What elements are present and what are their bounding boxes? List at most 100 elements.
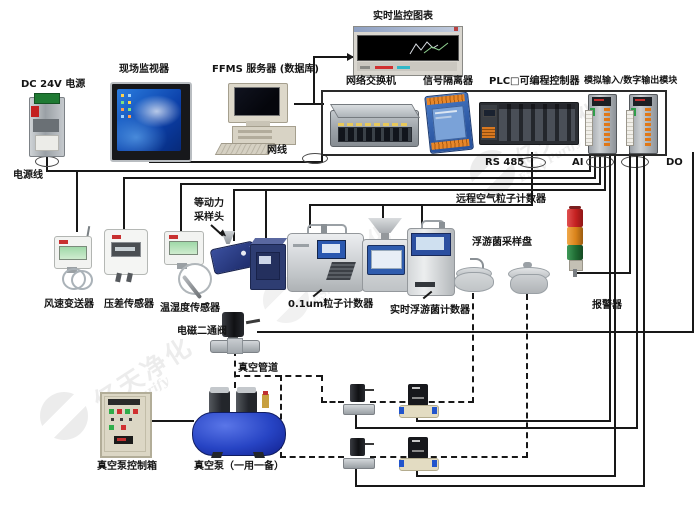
vacuum-pump <box>192 386 286 458</box>
pipe-dish2-down <box>526 294 528 458</box>
counter-screen <box>411 233 451 256</box>
label-realtime-chart: 实时监控图表 <box>373 11 433 22</box>
wire-bus4 <box>233 189 606 191</box>
ethernet-ports <box>338 127 412 142</box>
label-ffms-server: FFMS 服务器 (数据库) <box>212 64 319 75</box>
digital-output-module <box>626 94 658 154</box>
pipe-h1 <box>234 375 322 377</box>
label-isokinetic-head-2: 采样头 <box>194 212 224 223</box>
sensor-display <box>111 242 141 257</box>
wire-bus2 <box>123 177 596 179</box>
ffms-server <box>214 83 296 155</box>
wire-valve2-h <box>355 427 638 429</box>
valve-coil <box>350 438 365 456</box>
counter-screen <box>317 240 346 259</box>
cable-loop-ai <box>586 156 614 168</box>
wire-flow2-h <box>416 475 616 477</box>
label-pressure-sensor: 压差传感器 <box>104 299 154 310</box>
wire-drop-funnelcounter <box>382 204 384 224</box>
label-solenoid-valve: 电磁二通阀 <box>177 326 227 337</box>
label-pump-control-box: 真空泵控制箱 <box>97 461 157 472</box>
window-close-icon <box>454 27 458 31</box>
psu-terminal-block <box>34 93 60 104</box>
label-network-cable: 网线 <box>267 145 287 156</box>
pipe-valve1-down <box>234 350 236 388</box>
analog-input-module <box>585 94 617 154</box>
plc-controller <box>479 102 579 145</box>
cable-loop-rs485 <box>518 157 546 168</box>
solenoid-valve-3 <box>343 438 375 470</box>
wire-flow2-v <box>614 152 616 477</box>
wire-bus3 <box>180 183 601 185</box>
control-buttons <box>109 425 114 430</box>
wire-flow2-stub <box>416 468 418 477</box>
realtime-chart-window <box>353 26 463 76</box>
solenoid-valve-2 <box>343 384 375 416</box>
dish-spout <box>470 258 484 270</box>
portable-particle-counter <box>360 218 410 292</box>
crt-screen <box>234 87 280 116</box>
module-side-connector <box>626 110 634 146</box>
label-temp-humidity: 温湿度传感器 <box>160 303 220 314</box>
label-io-module: 模拟输入/数字输出模块 <box>584 76 678 86</box>
dc-power-supply <box>29 93 65 157</box>
temp-humidity-sensor <box>164 231 216 300</box>
wire-flow1-h <box>416 420 611 422</box>
wire-flow1-stub <box>416 414 418 422</box>
io-slots <box>499 104 575 141</box>
alarm-amber-segment <box>567 227 583 245</box>
label-ai: AI <box>572 157 584 168</box>
label-rs485: RS 485 <box>485 157 525 168</box>
label-do: DO <box>666 157 683 168</box>
psu-red-tag <box>31 106 39 117</box>
dish-knob <box>523 262 532 268</box>
valve-cable <box>245 318 261 325</box>
differential-pressure-sensor <box>104 229 148 283</box>
label-rt-bacteria: 实时浮游菌计数器 <box>390 305 470 316</box>
alarm-green-segment <box>567 245 583 260</box>
wire-monitor-to-box <box>149 161 323 163</box>
watermark-logo <box>40 392 88 440</box>
wire-valve2-stub <box>355 414 357 429</box>
coiled-cable <box>71 270 93 290</box>
wire-drop-wind <box>76 170 78 232</box>
label-vacuum-pump: 真空泵（一用一备） <box>194 461 284 472</box>
wire-valve1-h <box>257 331 694 333</box>
sensor-lcd <box>59 246 87 260</box>
wire-drop-particle01 <box>309 204 311 228</box>
network-switch <box>329 104 421 147</box>
counter-screen <box>367 245 405 275</box>
cable-loop-do <box>621 156 649 168</box>
arrowhead <box>347 53 354 61</box>
network-equipment-box <box>321 90 667 156</box>
label-sampling-dish: 浮游菌采样盘 <box>472 237 532 248</box>
pipe-v3 <box>280 375 282 458</box>
pressure-nozzle <box>115 272 122 283</box>
pipe-dish1-down <box>472 293 474 403</box>
cable-loop-power <box>35 156 59 167</box>
wire-server-to-chart <box>313 56 353 58</box>
wind-speed-transmitter <box>54 226 96 290</box>
wire-server-up <box>313 56 315 104</box>
field-monitor <box>110 82 192 162</box>
wire-ctrlbox-pump <box>146 420 194 422</box>
pressure-nozzle <box>126 272 133 283</box>
pipe-to-valve2 <box>321 401 344 403</box>
label-signal-isolator: 信号隔离器 <box>423 76 473 87</box>
valve-coil <box>222 312 244 337</box>
legend-red <box>375 66 393 69</box>
label-alarm: 报警器 <box>592 300 622 311</box>
wire-bus3-up <box>599 152 601 184</box>
wire-drop-temp <box>180 183 182 231</box>
vacuum-pump-control-box <box>100 392 152 458</box>
alarm-tower-light <box>565 206 585 277</box>
module-terminal-stripe <box>604 108 610 146</box>
chart-plot-area <box>357 35 459 61</box>
wire-flow1-v <box>609 152 611 422</box>
wire-drop-sampler <box>233 189 235 241</box>
plc-orange-connector <box>482 127 495 138</box>
wire-alarm-h <box>574 272 631 274</box>
wire-drop-bacteria <box>421 204 423 228</box>
solenoid-valve-main <box>210 312 261 354</box>
wire-valve3-stub <box>355 468 357 487</box>
